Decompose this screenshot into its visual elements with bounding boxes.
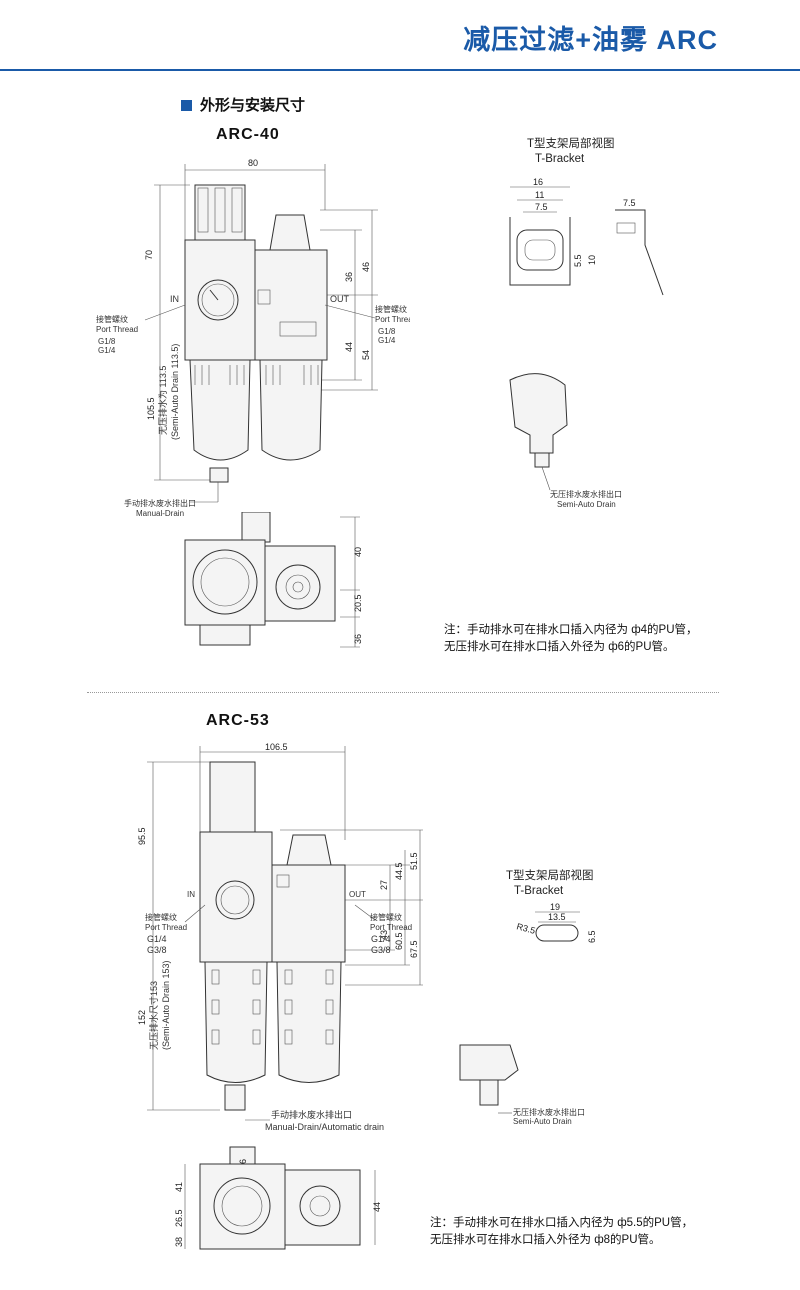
arc53-bottom-drawing: 41 6 26.5 38 44 xyxy=(174,1146,382,1250)
arc40-bracket-title-cn: T型支架局部视图 xyxy=(527,136,615,150)
arc53-dim-bottom-44: 44 xyxy=(372,1202,382,1212)
arc53-port-g1-right: G1/4 xyxy=(371,934,391,944)
arc40-dim-width: 80 xyxy=(248,158,258,168)
arc53-semi-drain-en: Semi-Auto Drain xyxy=(513,1117,572,1126)
arc40-port-g2: G1/4 xyxy=(98,346,116,355)
arc53-dim-bottom-38: 38 xyxy=(174,1237,184,1247)
section-square-icon xyxy=(181,100,192,111)
arc40-drain-en: (Semi-Auto Drain 113.5) xyxy=(170,344,180,440)
arc40-model-title: ARC-40 xyxy=(216,126,280,143)
arc53-note: 注：手动排水可在排水口插入内径为 ф5.5的PU管， 无压排水可在排水口插入外径… xyxy=(430,1215,693,1249)
arc40-bottom-drawing: 40 20.5 36 xyxy=(184,512,363,648)
arc53-bracket-dim-13-5: 13.5 xyxy=(548,912,566,922)
arc53-dim-bottom-6: 6 xyxy=(238,1159,248,1164)
arc53-manual-drain-en: Manual-Drain/Automatic drain xyxy=(265,1122,384,1132)
arc40-dim-bottom-36: 36 xyxy=(353,634,363,644)
arc40-dim-44: 44 xyxy=(344,342,354,352)
arc40-manual-drain-cn: 手动排水废水排出口 xyxy=(124,498,196,508)
arc53-note-line2: 无压排水可在排水口插入外径为 ф8的PU管。 xyxy=(430,1234,661,1246)
arc53-dim-width: 106.5 xyxy=(265,742,288,752)
arc40-dim-36: 36 xyxy=(344,272,354,282)
arc40-dim-46: 46 xyxy=(361,262,371,272)
arc53-port-g1: G1/4 xyxy=(147,934,167,944)
arc53-drain-cn: 无压排水尺寸153 xyxy=(148,981,159,1050)
arc53-dim-bottom-41: 41 xyxy=(174,1182,184,1192)
arc53-port-g2-right: G3/8 xyxy=(371,945,391,955)
arc40-bracket-drawing: T型支架局部视图 T-Bracket 16 11 7.5 5.5 10 7.5 … xyxy=(509,136,664,509)
arc53-manual-drain-cn: 手动排水废水排出口 xyxy=(271,1109,352,1120)
arc40-port-thread-en-right: Port Thread xyxy=(375,315,410,324)
arc40-bracket-dim-10: 10 xyxy=(587,255,597,265)
arc40-drain-cn: 无压排水为 113.5 xyxy=(157,366,168,435)
arc53-dim-27: 27 xyxy=(379,880,389,890)
arc40-port-thread-cn-right: 接管螺纹 xyxy=(375,304,407,314)
section-title: 外形与安装尺寸 xyxy=(181,94,305,115)
arc40-bracket-dim-5-5: 5.5 xyxy=(573,254,583,267)
section-title-text: 外形与安装尺寸 xyxy=(200,97,306,114)
arc53-dim-43: 43 xyxy=(379,930,389,940)
arc40-bracket-dim-7-5: 7.5 xyxy=(535,202,548,212)
arc53-bracket-dim-6-5: 6.5 xyxy=(587,930,597,943)
arc53-dim-44-5: 44.5 xyxy=(394,862,404,880)
header-divider xyxy=(0,69,800,71)
arc53-port-g2: G3/8 xyxy=(147,945,167,955)
arc53-dim-total: 152 xyxy=(137,1010,147,1025)
arc53-front-drawing: 106.5 95.5 152 无压排水尺寸153 (Semi-Auto Drai… xyxy=(137,742,423,1132)
arc40-dim-total: 105.5 xyxy=(146,397,156,420)
arc53-port-thread-en: Port Thread xyxy=(145,923,187,932)
arc53-out-label: OUT xyxy=(349,890,366,899)
arc53-bracket-title-cn: T型支架局部视图 xyxy=(506,868,594,882)
arc53-dim-67-5: 67.5 xyxy=(409,940,419,958)
arc40-note: 注：手动排水可在排水口插入内径为 ф4的PU管， 无压排水可在排水口插入外径为 … xyxy=(444,622,698,656)
arc40-semi-drain-cn: 无压排水废水排出口 xyxy=(550,489,622,499)
arc53-model-title: ARC-53 xyxy=(206,712,270,729)
arc53-dim-60-5: 60.5 xyxy=(394,932,404,950)
arc40-note-line1: 注：手动排水可在排水口插入内径为 ф4的PU管， xyxy=(444,624,698,636)
arc53-semi-drain-cn: 无压排水废水排出口 xyxy=(513,1107,585,1117)
arc40-bracket-dim-16: 16 xyxy=(533,177,543,187)
arc40-port-g1-right: G1/8 xyxy=(378,327,396,336)
arc53-bracket-drawing: T型支架局部视图 T-Bracket 19 13.5 R3.5 6.5 无压排水… xyxy=(459,868,597,1126)
arc53-dim-95-5: 95.5 xyxy=(137,827,147,845)
arc53-port-thread-cn: 接管螺纹 xyxy=(145,912,177,922)
arc40-manual-drain-en: Manual-Drain xyxy=(136,509,184,518)
arc40-port-thread-cn: 接管螺纹 xyxy=(96,314,128,324)
arc40-port-g2-right: G1/4 xyxy=(378,336,396,345)
page-title: 减压过滤+油雾 ARC xyxy=(463,25,718,55)
arc40-out-label: OUT xyxy=(330,294,350,304)
arc53-dim-bottom-26-5: 26.5 xyxy=(174,1209,184,1227)
arc40-dim-bottom-20-5: 20.5 xyxy=(353,594,363,612)
arc40-dim-bottom-40: 40 xyxy=(353,547,363,557)
section-divider xyxy=(87,692,719,693)
arc53-note-line1: 注：手动排水可在排水口插入内径为 ф5.5的PU管， xyxy=(430,1217,694,1229)
arc53-dim-51-5: 51.5 xyxy=(409,852,419,870)
arc53-in-label: IN xyxy=(187,890,195,899)
arc40-dim-54: 54 xyxy=(361,350,371,360)
arc40-bracket-title-en: T-Bracket xyxy=(535,153,585,165)
arc40-semi-drain-en: Semi-Auto Drain xyxy=(557,500,616,509)
arc40-port-thread-en: Port Thread xyxy=(96,325,138,334)
arc53-bracket-dim-19: 19 xyxy=(550,902,560,912)
arc53-port-thread-cn-right: 接管螺纹 xyxy=(370,912,402,922)
arc40-bracket-dim-11: 11 xyxy=(535,190,544,200)
arc40-port-g1: G1/8 xyxy=(98,337,116,346)
arc53-bracket-title-en: T-Bracket xyxy=(514,885,564,897)
arc53-bracket-r3-5: R3.5 xyxy=(515,921,536,936)
arc40-front-drawing: 80 70 105.5 无压排水为 113.5 (Semi-Auto Drain… xyxy=(96,158,410,518)
arc40-note-line2: 无压排水可在排水口插入外径为 ф6的PU管。 xyxy=(444,641,675,653)
arc53-drain-en: (Semi-Auto Drain 153) xyxy=(161,960,171,1050)
arc53-port-thread-en-right: Port Thread xyxy=(370,923,412,932)
arc40-bracket-dim-7-5b: 7.5 xyxy=(623,198,636,208)
arc40-dim-70: 70 xyxy=(144,250,154,260)
arc40-in-label: IN xyxy=(170,294,179,304)
